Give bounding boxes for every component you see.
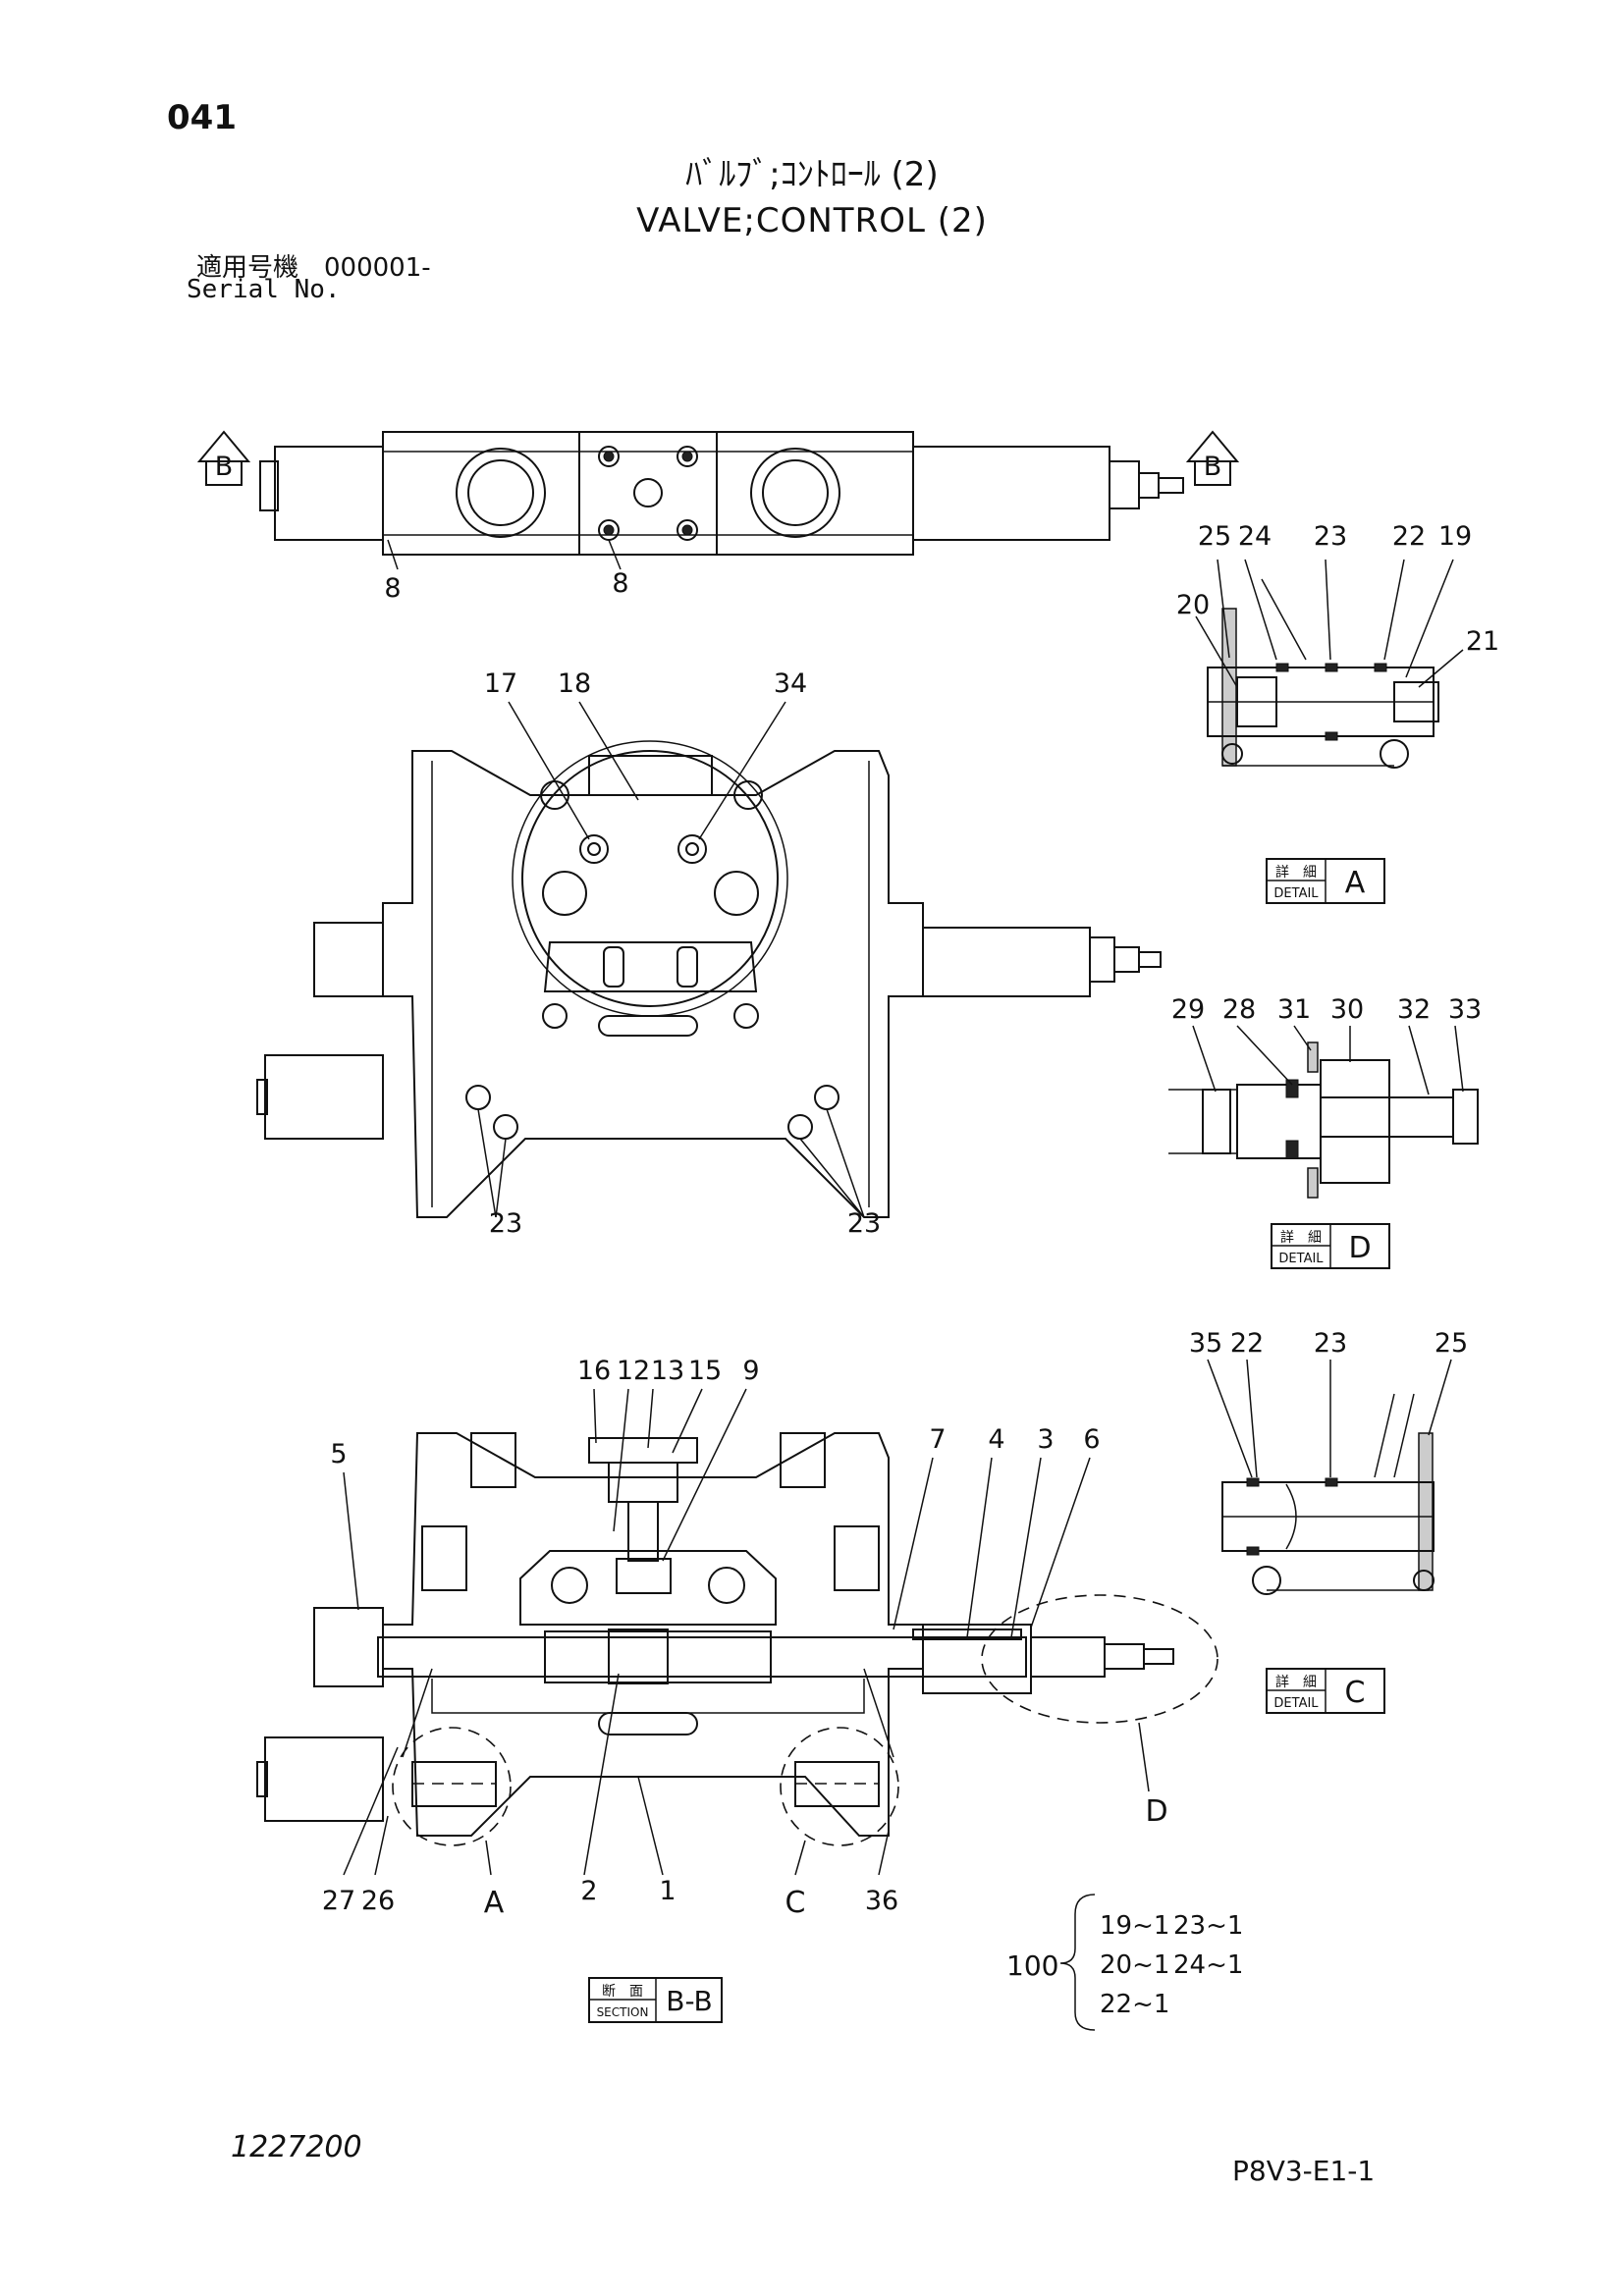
- section-callout-27: 27: [322, 1886, 355, 1916]
- kit-number: 100: [1006, 1949, 1058, 1982]
- detail-d-callout-31: 31: [1277, 994, 1311, 1025]
- kit-list: 100 19~1 23~1 20~1 24~1 22~1: [1006, 1894, 1243, 2031]
- detail-a-callout-24: 24: [1238, 521, 1272, 552]
- detail-a-tag-id: A: [1345, 866, 1366, 900]
- detail-d-callout-28: 28: [1222, 994, 1256, 1025]
- detail-c: 35 22 23 25 詳 細 DETAIL C: [1189, 1328, 1468, 1714]
- section-view: 16 12 13 15 9 7 4 3 6 5 27 26 A 2 1 C 36…: [256, 1356, 1218, 2023]
- front-callout-34: 34: [774, 668, 807, 699]
- section-callout-c: C: [785, 1886, 806, 1920]
- detail-d-callout-29: 29: [1171, 994, 1205, 1025]
- section-callout-15: 15: [688, 1356, 722, 1386]
- section-arrow-b-right: B: [1185, 430, 1240, 486]
- title-english: VALVE;CONTROL (2): [636, 201, 988, 240]
- front-callout-18: 18: [558, 668, 591, 699]
- detail-d-callout-32: 32: [1397, 994, 1431, 1025]
- section-callout-13: 13: [651, 1356, 684, 1386]
- detail-d-callout-33: 33: [1448, 994, 1482, 1025]
- detail-d-tag: 詳 細 DETAIL D: [1271, 1223, 1390, 1269]
- title-japanese: ﾊﾞﾙﾌﾞ;ｺﾝﾄﾛｰﾙ (2): [685, 155, 939, 194]
- detail-a-callout-22: 22: [1392, 521, 1426, 552]
- kit-item-22: 22~1: [1100, 1990, 1169, 2019]
- section-marker-b-right: B: [1204, 452, 1222, 482]
- kit-item-20: 20~1: [1100, 1950, 1169, 1980]
- serial-japanese: 適用号機 000001-: [196, 253, 431, 283]
- section-tag-id: B-B: [666, 1985, 713, 2017]
- top-view-callout-8b: 8: [612, 568, 628, 599]
- detail-a-callout-20: 20: [1176, 590, 1210, 620]
- kit-item-24: 24~1: [1173, 1950, 1243, 1980]
- detail-a-callout-21: 21: [1466, 626, 1499, 657]
- section-callout-6: 6: [1083, 1424, 1100, 1455]
- front-view: 17 18 34 23 23: [256, 668, 1162, 1239]
- drawing-number: 1227200: [231, 2130, 362, 2164]
- detail-d: 29 28 31 30 32 33 詳 細 DETAIL D: [1168, 994, 1482, 1269]
- page-number: 041: [167, 98, 237, 137]
- top-view-callout-8a: 8: [384, 573, 401, 604]
- detail-c-tag-en: DETAIL: [1273, 1696, 1319, 1711]
- page-code: P8V3-E1-1: [1232, 2155, 1376, 2187]
- serial-label: Serial No.: [187, 275, 341, 304]
- detail-c-callout-22: 22: [1230, 1328, 1264, 1359]
- section-callout-7: 7: [929, 1424, 946, 1455]
- detail-a-tag-en: DETAIL: [1273, 886, 1319, 901]
- detail-a-callout-23: 23: [1314, 521, 1347, 552]
- detail-a-callout-19: 19: [1438, 521, 1472, 552]
- section-tag: 断 面 SECTION B-B: [588, 1977, 723, 2023]
- front-callout-23-right: 23: [847, 1208, 881, 1239]
- section-arrow-b-left: B: [196, 430, 251, 486]
- detail-a: 25 24 23 22 19 20 21 詳 細 DETAIL A: [1176, 521, 1499, 904]
- section-circle-label-d: D: [1145, 1794, 1167, 1829]
- section-callout-3: 3: [1037, 1424, 1054, 1455]
- section-marker-b-left: B: [215, 452, 234, 482]
- section-callout-2: 2: [580, 1876, 597, 1906]
- section-callout-4: 4: [988, 1424, 1004, 1455]
- detail-c-callout-25: 25: [1435, 1328, 1468, 1359]
- kit-item-23: 23~1: [1173, 1911, 1243, 1941]
- section-callout-12: 12: [617, 1356, 650, 1386]
- section-callout-36: 36: [865, 1886, 898, 1916]
- kit-item-19: 19~1: [1100, 1911, 1169, 1941]
- detail-d-tag-en: DETAIL: [1278, 1252, 1324, 1266]
- detail-a-tag-jp: 詳 細: [1275, 865, 1317, 881]
- detail-c-callout-23: 23: [1314, 1328, 1347, 1359]
- section-callout-a: A: [484, 1886, 505, 1920]
- section-callout-26: 26: [361, 1886, 395, 1916]
- section-tag-jp: 断 面: [602, 1984, 643, 2000]
- section-callout-5: 5: [330, 1439, 347, 1469]
- section-callout-9: 9: [742, 1356, 759, 1386]
- detail-c-callout-35: 35: [1189, 1328, 1222, 1359]
- detail-a-tag: 詳 細 DETAIL A: [1266, 858, 1385, 904]
- detail-d-tag-id: D: [1348, 1231, 1371, 1265]
- section-tag-en: SECTION: [597, 2005, 649, 2019]
- detail-a-callout-25: 25: [1198, 521, 1231, 552]
- section-callout-1: 1: [659, 1876, 676, 1906]
- section-callout-16: 16: [577, 1356, 611, 1386]
- front-callout-17: 17: [484, 668, 517, 699]
- detail-c-tag-jp: 詳 細: [1275, 1675, 1317, 1690]
- top-view: B B 8 8: [196, 430, 1240, 604]
- detail-d-callout-30: 30: [1330, 994, 1364, 1025]
- detail-d-tag-jp: 詳 細: [1280, 1230, 1322, 1246]
- front-callout-23-left: 23: [489, 1208, 522, 1239]
- detail-c-tag-id: C: [1345, 1676, 1366, 1710]
- detail-c-tag: 詳 細 DETAIL C: [1266, 1668, 1385, 1714]
